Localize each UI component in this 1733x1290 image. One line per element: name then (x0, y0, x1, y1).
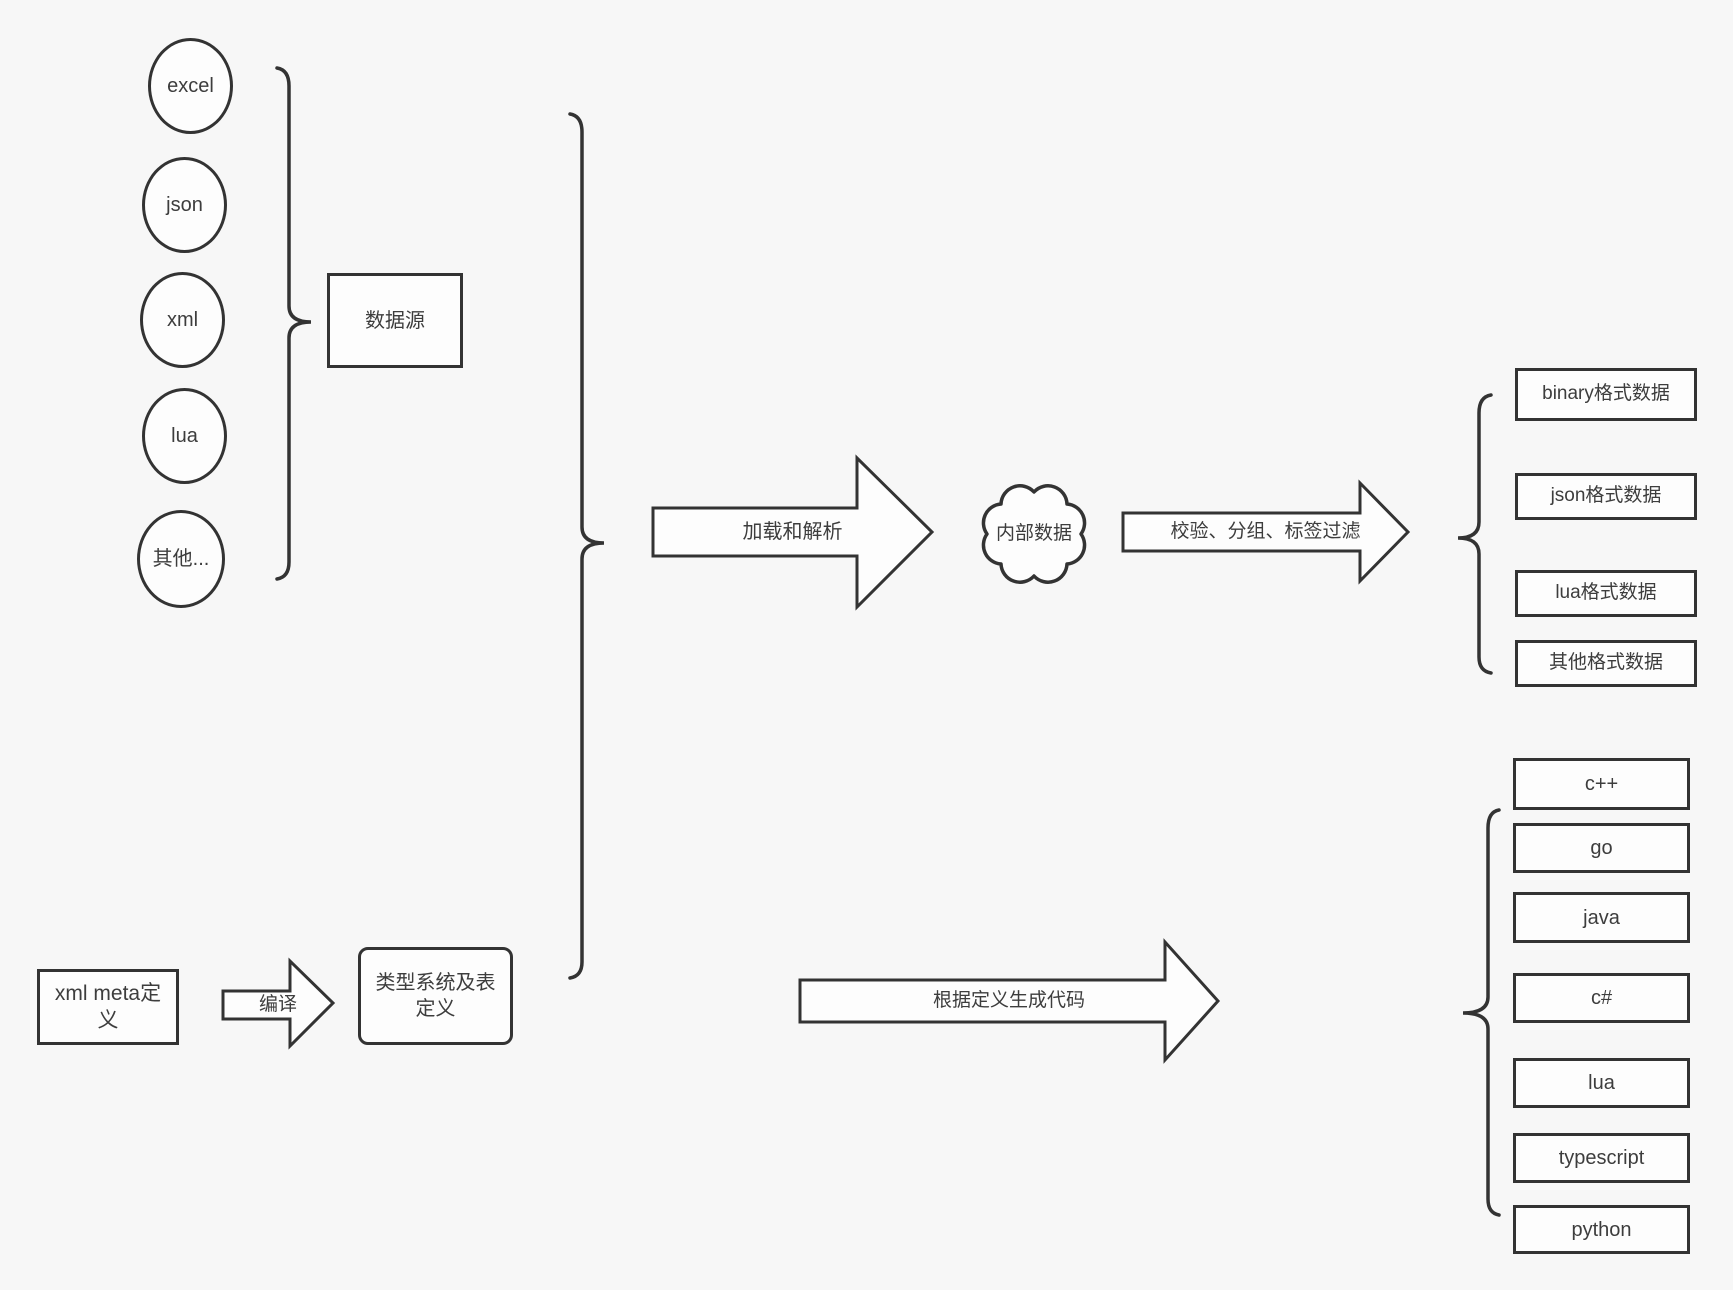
source-node-lua: lua (142, 388, 227, 484)
generate-code-arrow (798, 938, 1221, 1064)
language-box-label: typescript (1558, 1147, 1645, 1169)
language-box-label: c# (1590, 987, 1613, 1009)
source-node-json: json (142, 157, 227, 253)
source-node-label: lua (171, 425, 198, 447)
language-box-lua: lua (1513, 1058, 1690, 1108)
type-system-box: 类型系统及表定义 (358, 947, 513, 1045)
format-box-label: json格式数据 (1550, 485, 1662, 507)
source-node-xml: xml (140, 272, 225, 368)
internal-data-cloud (981, 484, 1087, 584)
formats-brace (1457, 393, 1493, 675)
format-box-lua: lua格式数据 (1515, 570, 1697, 617)
data-source-label: 数据源 (365, 309, 425, 332)
xml-meta-box: xml meta定义 (37, 969, 179, 1045)
language-box-label: lua (1588, 1072, 1615, 1094)
data-source-box: 数据源 (327, 273, 463, 368)
source-node-label: 其他... (152, 548, 210, 570)
language-box-label: java (1583, 906, 1620, 929)
language-box-label: go (1590, 837, 1613, 859)
type-system-label: 类型系统及表定义 (375, 972, 496, 1020)
source-node-other: 其他... (137, 510, 225, 608)
language-box-csharp: c# (1513, 973, 1690, 1023)
format-box-label: 其他格式数据 (1548, 652, 1663, 674)
sources-brace (275, 66, 312, 581)
language-box-typescript: typescript (1513, 1133, 1690, 1183)
language-box-go: go (1513, 823, 1690, 873)
format-box-label: binary格式数据 (1542, 383, 1670, 405)
format-box-binary: binary格式数据 (1515, 368, 1697, 421)
language-box-java: java (1513, 892, 1690, 943)
compile-arrow (221, 957, 336, 1050)
source-node-label: excel (167, 75, 214, 97)
language-box-python: python (1513, 1205, 1690, 1254)
source-node-label: json (166, 194, 203, 216)
xml-meta-label: xml meta定义 (54, 981, 162, 1032)
language-box-label: c++ (1584, 773, 1619, 795)
languages-brace (1462, 808, 1501, 1217)
format-box-label: lua格式数据 (1555, 582, 1657, 604)
source-node-label: xml (166, 309, 199, 331)
format-box-other: 其他格式数据 (1515, 640, 1697, 687)
language-box-label: python (1571, 1218, 1632, 1241)
load-parse-arrow (651, 454, 935, 611)
filter-arrow (1121, 479, 1411, 585)
language-box-cpp: c++ (1513, 758, 1690, 810)
format-box-json: json格式数据 (1515, 473, 1697, 520)
source-node-excel: excel (148, 38, 233, 134)
main-brace (568, 112, 605, 980)
